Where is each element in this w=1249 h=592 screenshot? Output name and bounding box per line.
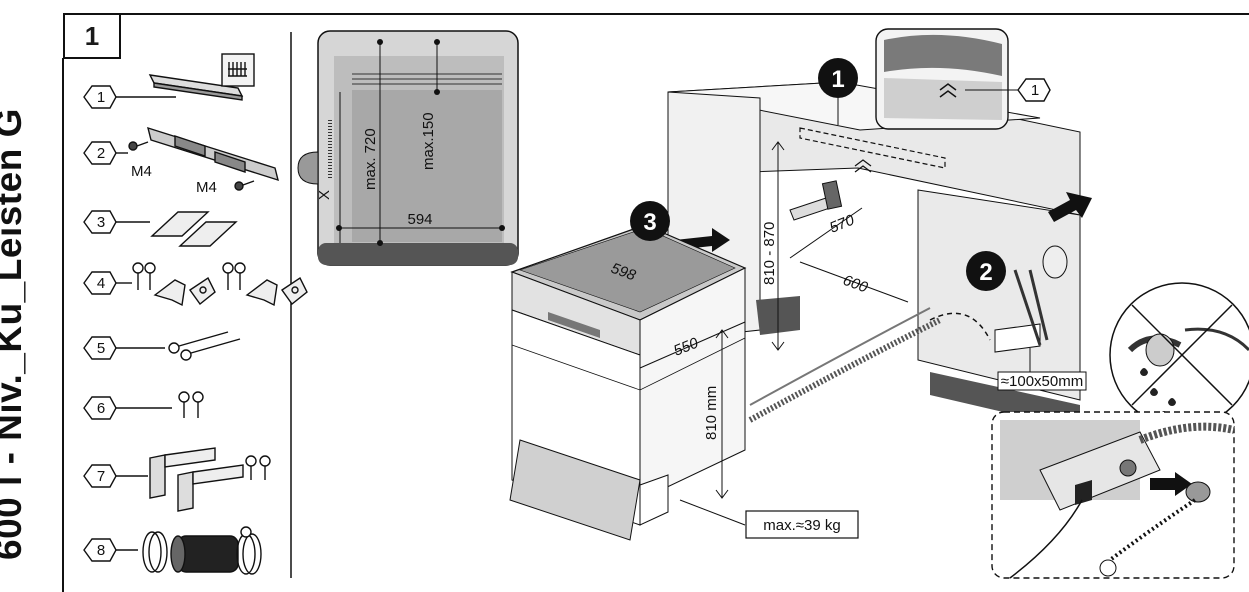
appliance-height-label: 810 mm <box>703 386 720 440</box>
worktop-detail <box>875 28 1051 130</box>
part-3-number: 3 <box>97 214 105 231</box>
niche-height-label: max. 720 <box>362 128 379 190</box>
part-2-number: 2 <box>97 145 105 162</box>
opening-label: ≈100x50mm <box>997 348 1087 391</box>
cabinet-depth-label: 570 <box>827 211 857 236</box>
step1-number: 1 <box>831 66 844 93</box>
part-numbers: 1 2 3 4 5 6 7 8 M4 M4 1 <box>97 82 1039 559</box>
niche-depth-label: max.150 <box>420 112 437 170</box>
step3-number: 3 <box>643 209 656 236</box>
parts-list <box>83 53 308 575</box>
part-4 <box>83 262 308 307</box>
document-title: 600 l - Niv._Ku_Leisten G <box>0 108 29 560</box>
weight-text: max.≈39 kg <box>763 517 840 534</box>
part-7 <box>83 447 271 512</box>
dishwasher <box>509 224 747 541</box>
no-water-warning <box>1109 282 1249 428</box>
cabinet-height-label: 810 - 870 <box>761 222 778 285</box>
step2-number: 2 <box>979 259 992 286</box>
part-6-number: 6 <box>97 400 105 417</box>
part-1 <box>83 53 255 109</box>
part-6 <box>83 391 204 420</box>
part-5 <box>83 331 241 361</box>
niche-width-label: 594 <box>407 211 432 228</box>
step-callout-3: 3 <box>630 201 670 241</box>
part-8-number: 8 <box>97 542 105 559</box>
part-8 <box>83 526 262 575</box>
part-7-number: 7 <box>97 468 105 485</box>
part-5-number: 5 <box>97 340 105 357</box>
part-4-number: 4 <box>97 275 105 292</box>
step-callout-1: 1 <box>818 58 858 125</box>
opening-text: ≈100x50mm <box>1001 373 1083 390</box>
detail-part-number: 1 <box>1031 82 1039 99</box>
weight-label: max.≈39 kg <box>745 510 859 539</box>
step-number-box: 1 <box>63 13 121 59</box>
cabinet-width-label: 600 <box>841 272 871 297</box>
part-2-label-a: M4 <box>131 163 152 180</box>
step-callout-2: 2 <box>966 251 1006 291</box>
niche-dimension-labels: max. 720 max.150 594 X <box>316 112 437 228</box>
part-2 <box>83 126 279 191</box>
niche-detail <box>297 30 519 266</box>
connection-detail <box>991 411 1235 579</box>
niche-side-label: X <box>316 190 333 200</box>
part-1-number: 1 <box>97 89 105 106</box>
part-2-label-b: M4 <box>196 179 217 196</box>
part-3 <box>83 210 238 247</box>
